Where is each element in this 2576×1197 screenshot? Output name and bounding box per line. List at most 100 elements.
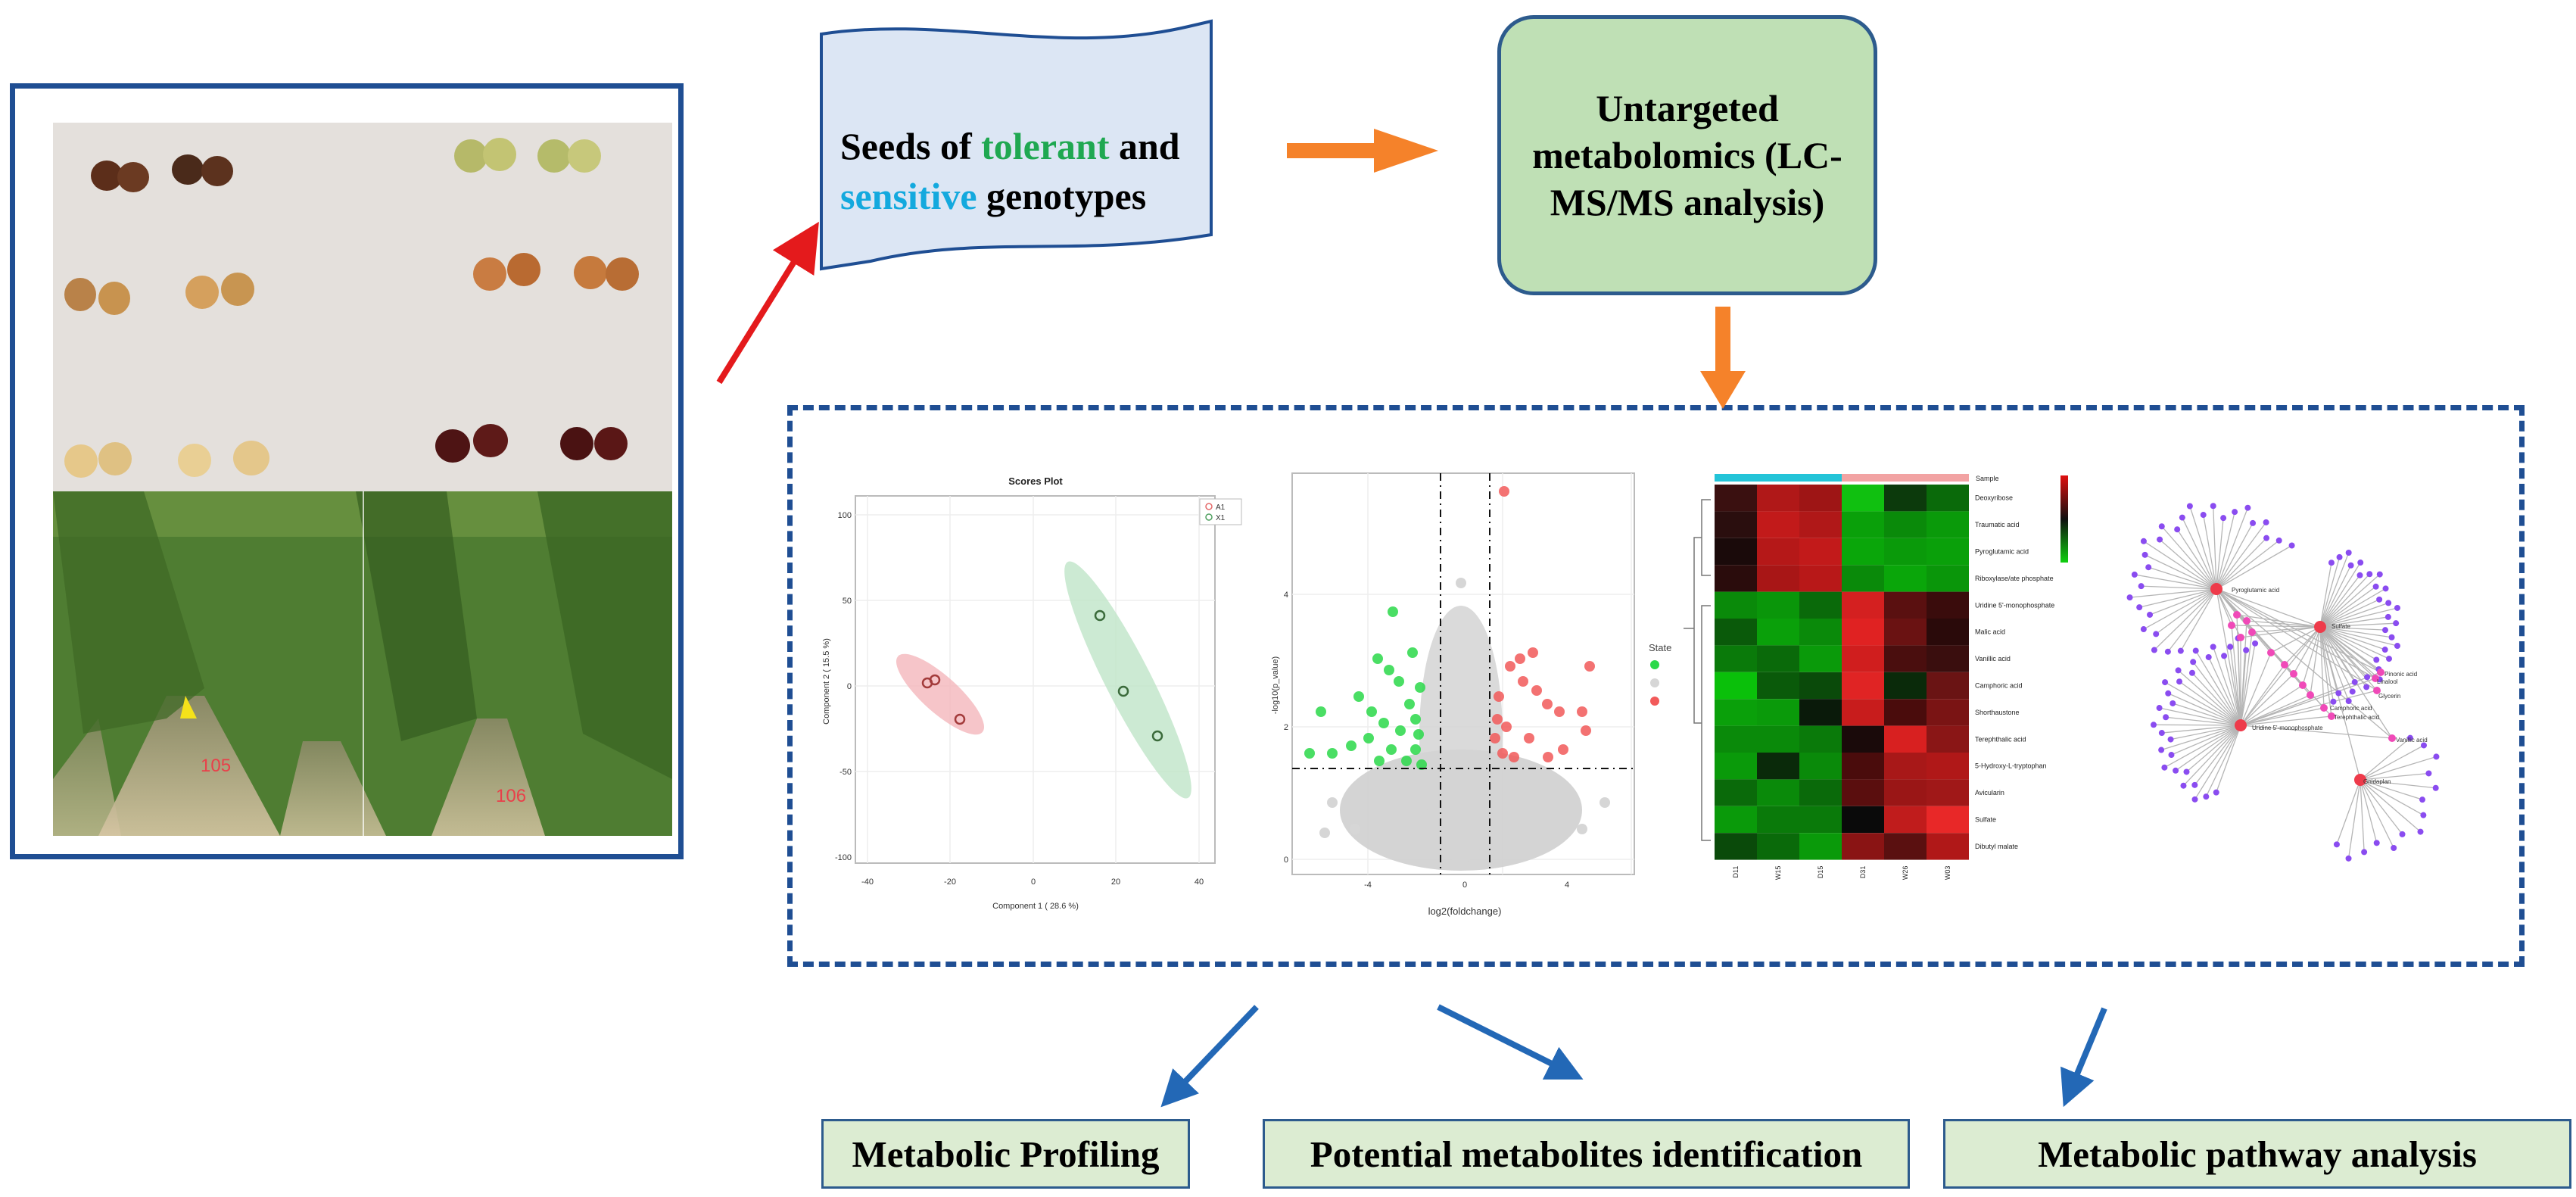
heatmap-cell bbox=[1842, 753, 1884, 780]
network-leaf-node bbox=[2376, 596, 2383, 603]
output-label: Metabolic pathway analysis bbox=[2038, 1133, 2477, 1175]
network-shared-node bbox=[2388, 734, 2396, 742]
network-edge bbox=[2166, 716, 2241, 726]
heatmap-cell bbox=[1927, 806, 1969, 834]
volcano-y-tick: 4 bbox=[1284, 591, 1288, 600]
heatmap-cell bbox=[1757, 591, 1799, 619]
network-edge bbox=[2155, 588, 2217, 634]
network-edge bbox=[2134, 574, 2217, 590]
network-edge bbox=[2159, 539, 2217, 590]
network-leaf-node bbox=[2391, 845, 2397, 852]
network-shared-node bbox=[2328, 712, 2335, 720]
heatmap-col-label: W15 bbox=[1774, 866, 1782, 881]
network-edge bbox=[2240, 725, 2393, 739]
network-leaf-node bbox=[2163, 714, 2170, 721]
network-shared-node bbox=[2237, 634, 2244, 641]
network-edge bbox=[2149, 588, 2217, 616]
volcano-legend-title: State bbox=[1649, 642, 1671, 653]
network-leaf-node bbox=[2382, 627, 2389, 634]
network-edge bbox=[2319, 626, 2353, 692]
heatmap-cell bbox=[1842, 591, 1884, 619]
scores-y-tick: -100 bbox=[835, 853, 852, 862]
network-leaf-node bbox=[2192, 647, 2199, 654]
network-shared-node bbox=[2281, 661, 2288, 669]
network-leaf-node bbox=[2244, 504, 2251, 511]
network-edge bbox=[2229, 647, 2241, 726]
heatmap-cell bbox=[1884, 806, 1927, 834]
heatmap-cell bbox=[1799, 485, 1842, 512]
score-point bbox=[1151, 730, 1163, 742]
network-edge bbox=[2319, 588, 2386, 628]
heatmap-cell bbox=[1884, 565, 1927, 592]
heatmap-row-label: Camphoric acid bbox=[1975, 682, 2023, 690]
network-leaf-node bbox=[2433, 753, 2440, 760]
heatmap-row-label: Avicularin bbox=[1975, 789, 2004, 796]
network-shared-node bbox=[2267, 649, 2275, 656]
network-edge bbox=[2216, 725, 2241, 793]
network-leaf-node bbox=[2385, 600, 2392, 606]
arrow-seeds-to-method bbox=[1287, 129, 1438, 173]
network-leaf-node bbox=[2364, 674, 2371, 681]
heatmap-cell bbox=[1927, 591, 1969, 619]
node-label: Glycerin bbox=[2378, 693, 2400, 700]
network-hub-node bbox=[2235, 719, 2247, 731]
network-edge bbox=[2240, 690, 2378, 726]
volcano-x-tick: 0 bbox=[1462, 881, 1467, 890]
network-leaf-node bbox=[2220, 515, 2227, 522]
network-leaf-node bbox=[2210, 644, 2216, 650]
network-edge bbox=[2240, 631, 2253, 726]
photo-panel: 105 106 bbox=[10, 83, 684, 859]
network-edge bbox=[2240, 673, 2294, 726]
network-edge bbox=[2192, 661, 2241, 726]
heatmap-cell bbox=[1884, 753, 1927, 780]
network-edge bbox=[2319, 573, 2370, 628]
network-leaf-node bbox=[2140, 538, 2147, 544]
network-edge bbox=[2319, 626, 2361, 781]
node-label: Vanillic acid bbox=[2396, 737, 2428, 743]
scores-plot: Scores Plot Component 1 ( 28.6 %) Compon… bbox=[822, 475, 1242, 911]
network-edge bbox=[2223, 656, 2241, 726]
network-leaf-node bbox=[2357, 560, 2364, 566]
heatmap-col-label: D15 bbox=[1817, 866, 1824, 879]
network-edge bbox=[2319, 626, 2376, 679]
heatmap-cell bbox=[1884, 672, 1927, 700]
heatmap-cell bbox=[1799, 833, 1842, 860]
network-leaf-node bbox=[2203, 793, 2210, 800]
network-shared-node bbox=[2290, 670, 2297, 678]
heatmap-cell bbox=[1715, 806, 1757, 834]
network-leaf-node bbox=[2213, 789, 2219, 796]
network-edge bbox=[2319, 607, 2398, 628]
network-edge bbox=[2360, 779, 2423, 800]
scores-plot-title: Scores Plot bbox=[1008, 475, 1063, 487]
network-edge bbox=[2216, 512, 2235, 590]
network-leaf-node bbox=[2164, 648, 2171, 655]
hub-label: Pyroglutamic acid bbox=[2232, 587, 2279, 594]
network-edge bbox=[2319, 626, 2390, 659]
network-edge bbox=[2240, 715, 2332, 726]
heatmap-cell bbox=[1927, 565, 1969, 592]
network-leaf-node bbox=[2165, 690, 2172, 697]
heatmap-cell bbox=[1927, 485, 1969, 512]
hub-label: Uridine 5'-monophosphate bbox=[2252, 725, 2323, 731]
volcano-xlabel: log2(foldchange) bbox=[1428, 906, 1502, 917]
heatmap-row-label: Riboxylase/ate phosphate bbox=[1975, 575, 2054, 582]
network-edge bbox=[2319, 626, 2392, 638]
heatmap-cell bbox=[1757, 725, 1799, 753]
network-edge bbox=[2360, 779, 2424, 816]
heatmap-row-label: Uridine 5'-monophosphate bbox=[1975, 601, 2054, 609]
network-shared-node bbox=[2373, 687, 2381, 694]
seeds-photo bbox=[53, 123, 672, 494]
network-edge bbox=[2251, 626, 2321, 633]
network-edge bbox=[2194, 725, 2241, 800]
network-leaf-node bbox=[2288, 542, 2295, 549]
network-leaf-node bbox=[2345, 549, 2352, 556]
volcano-plot: log2(foldchange) -log10(p_value) -4 0 4 … bbox=[1271, 472, 1671, 917]
network-edge bbox=[2293, 626, 2321, 675]
hub-label: Sulfate bbox=[2331, 623, 2350, 630]
heatmap-cell bbox=[1715, 645, 1757, 672]
heatmap-row-label: Shorthaustone bbox=[1975, 709, 2020, 716]
network-leaf-node bbox=[2180, 782, 2187, 789]
heatmap-cell bbox=[1927, 511, 1969, 538]
